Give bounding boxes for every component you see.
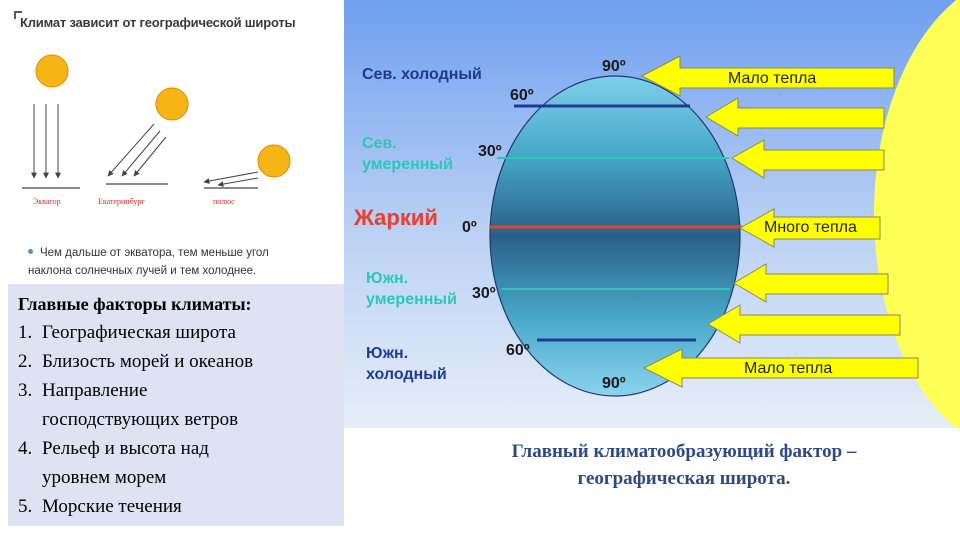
sun-rays-svg: [22, 54, 291, 189]
arrow-label-little-heat-bottom: Мало тепла: [744, 360, 833, 377]
degree-30-north: 30º: [478, 143, 502, 160]
arrow-label-much-heat: Много тепла: [764, 219, 857, 236]
sun-arrow-90s: [642, 348, 919, 388]
degree-30-south: 30º: [472, 285, 496, 302]
factor-item: 3.Направление господствующих ветров: [18, 380, 239, 430]
sun-angle-illustration: Климат зависит от географической широты …: [8, 6, 296, 282]
earth-globe: [489, 75, 741, 397]
degree-90-south: 90º: [602, 375, 626, 392]
main-factor-caption: Главный климатообразующий фактор – геогр…: [511, 441, 857, 489]
sun-equator-icon: [35, 54, 69, 88]
sun-arrow-upper-2: [731, 139, 885, 179]
factor-item: 4.Рельеф и высота над уровнем морем: [18, 438, 209, 488]
degree-equator: 0º: [462, 219, 477, 236]
sun-arrow-90n: [640, 55, 895, 97]
degree-60-north: 60º: [510, 87, 534, 104]
zone-south-temperate: Южн. умеренный: [366, 270, 457, 308]
ray-label-ekaterinburg: Екатеринбург: [98, 197, 145, 206]
degree-60-south: 60º: [506, 342, 530, 359]
illustration-title: Климат зависит от географической широты: [20, 15, 296, 30]
factor-item: 1.Географическая широта: [18, 322, 236, 343]
factor-item: 2.Близость морей и океанов: [18, 351, 254, 372]
sun-midlatitude-icon: [155, 87, 189, 121]
ray-label-pole: полюс: [213, 197, 235, 206]
climate-factors-box: Главные факторы климаты: 1.Географическа…: [8, 284, 344, 526]
ray-label-equator: Экватор: [33, 197, 61, 206]
sun-arrow-upper-1: [705, 97, 885, 137]
degree-90-north: 90º: [602, 58, 626, 75]
zone-south-cold: Южн. холодный: [366, 345, 447, 383]
factor-item: 5.Морские течения: [18, 496, 182, 517]
zone-north-cold: Сев. холодный: [362, 66, 482, 83]
illustration-note: Чем дальше от экватора, тем меньше угол …: [28, 247, 269, 277]
arrow-label-little-heat-top: Мало тепла: [728, 70, 817, 87]
zone-north-temperate: Сев. умеренный: [362, 135, 453, 173]
sun-arrow-lower-1: [733, 263, 889, 303]
corner-mark-icon: [14, 11, 22, 19]
factors-title: Главные факторы климаты:: [18, 294, 252, 314]
sun-arrow-lower-2: [707, 304, 901, 344]
earth-sun-svg: [344, 0, 960, 428]
latitude-diagram: Сев. холодный Сев. умеренный Жаркий Южн.…: [344, 0, 960, 428]
sun-arrow-equator: [738, 208, 881, 248]
zone-hot: Жаркий: [354, 205, 438, 230]
bullet-dot-icon: [28, 249, 33, 254]
sun-pole-icon: [257, 144, 291, 178]
